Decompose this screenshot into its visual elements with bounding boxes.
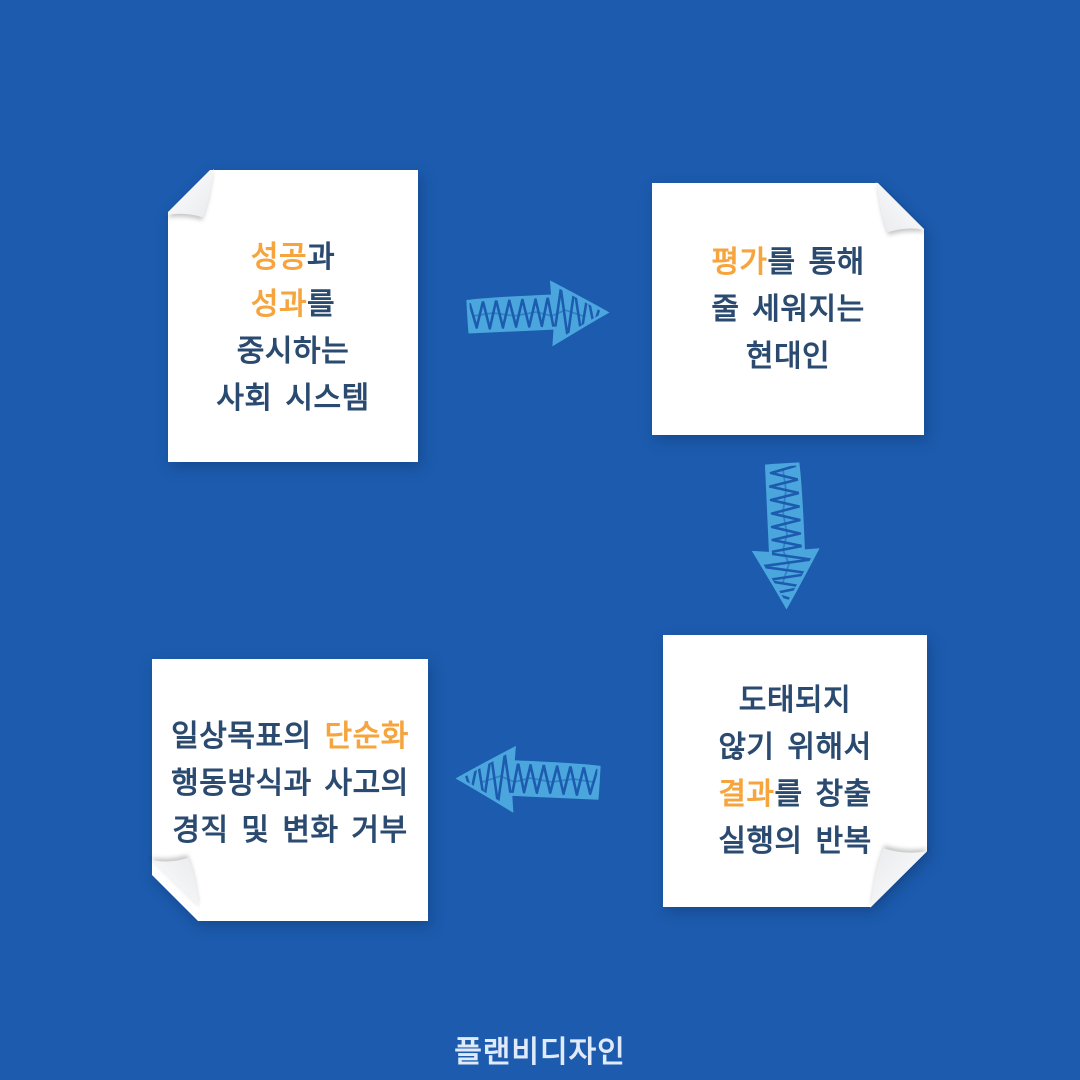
text-segment: 를 통해 <box>767 245 865 279</box>
note-card-evaluation: 평가를 통해 줄 세워지는 현대인 <box>652 182 925 435</box>
text-segment: 중시하는 <box>236 335 350 368</box>
card-text-line: 실행의 반복 <box>718 818 871 865</box>
brand-footer: 플랜비디자인 <box>0 1027 1080 1071</box>
arrow-left-icon <box>455 742 603 816</box>
text-segment: 일상목표의 <box>171 719 325 753</box>
text-segment: 를 창출 <box>774 778 872 811</box>
text-segment: 실행의 반복 <box>718 825 872 858</box>
brand-footer-label: 플랜비디자인 <box>454 1036 626 1069</box>
text-segment: 행동방식과 사고의 <box>171 766 409 800</box>
highlight-text: 단순화 <box>324 719 409 753</box>
arrow-down-icon <box>749 455 823 615</box>
card-text-line: 일상목표의 단순화 <box>171 713 409 760</box>
text-segment: 경직 및 변화 거부 <box>172 813 408 847</box>
note-card-goal-rigidity: 일상목표의 단순화 행동방식과 사고의 경직 및 변화 거부 <box>151 659 428 907</box>
note-card-surface: 일상목표의 단순화 행동방식과 사고의 경직 및 변화 거부 <box>152 659 428 921</box>
highlight-text: 평가 <box>711 245 768 279</box>
card-text-line: 결과를 창출 <box>718 771 871 818</box>
note-card-surface: 성공과 성과를 중시하는 사회 시스템 <box>168 170 418 462</box>
card-text-line: 성과를 <box>251 281 335 328</box>
card-text-line: 않기 위해서 <box>718 724 871 771</box>
highlight-text: 성공 <box>250 241 308 274</box>
card-text-line: 중시하는 <box>237 328 349 375</box>
note-card-success-values: 성공과 성과를 중시하는 사회 시스템 <box>167 169 418 462</box>
note-card-surface: 도태되지 않기 위해서 결과를 창출 실행의 반복 <box>663 635 927 907</box>
highlight-text: 결과 <box>718 778 775 811</box>
card-text-line: 현대인 <box>746 333 830 380</box>
card-text-line: 평가를 통해 <box>711 239 864 286</box>
text-segment: 현대인 <box>745 339 831 373</box>
note-card-results-repetition: 도태되지 않기 위해서 결과를 창출 실행의 반복 <box>663 635 928 908</box>
highlight-text: 성과 <box>250 288 308 321</box>
card-text-line: 사회 시스템 <box>216 375 369 422</box>
card-text-line: 도태되지 <box>739 677 851 724</box>
card-text-line: 줄 세워지는 <box>711 286 864 333</box>
card-text-line: 성공과 <box>251 234 335 281</box>
text-segment: 않기 위해서 <box>718 731 872 764</box>
arrow-right-icon <box>464 277 610 349</box>
text-segment: 과 <box>307 241 336 274</box>
text-segment: 도태되지 <box>738 684 852 717</box>
card-text-line: 행동방식과 사고의 <box>171 760 409 807</box>
text-segment: 를 <box>307 288 336 321</box>
text-segment: 줄 세워지는 <box>711 292 865 326</box>
text-segment: 사회 시스템 <box>216 382 370 415</box>
card-text-line: 경직 및 변화 거부 <box>172 807 407 854</box>
note-card-surface: 평가를 통해 줄 세워지는 현대인 <box>652 183 924 435</box>
